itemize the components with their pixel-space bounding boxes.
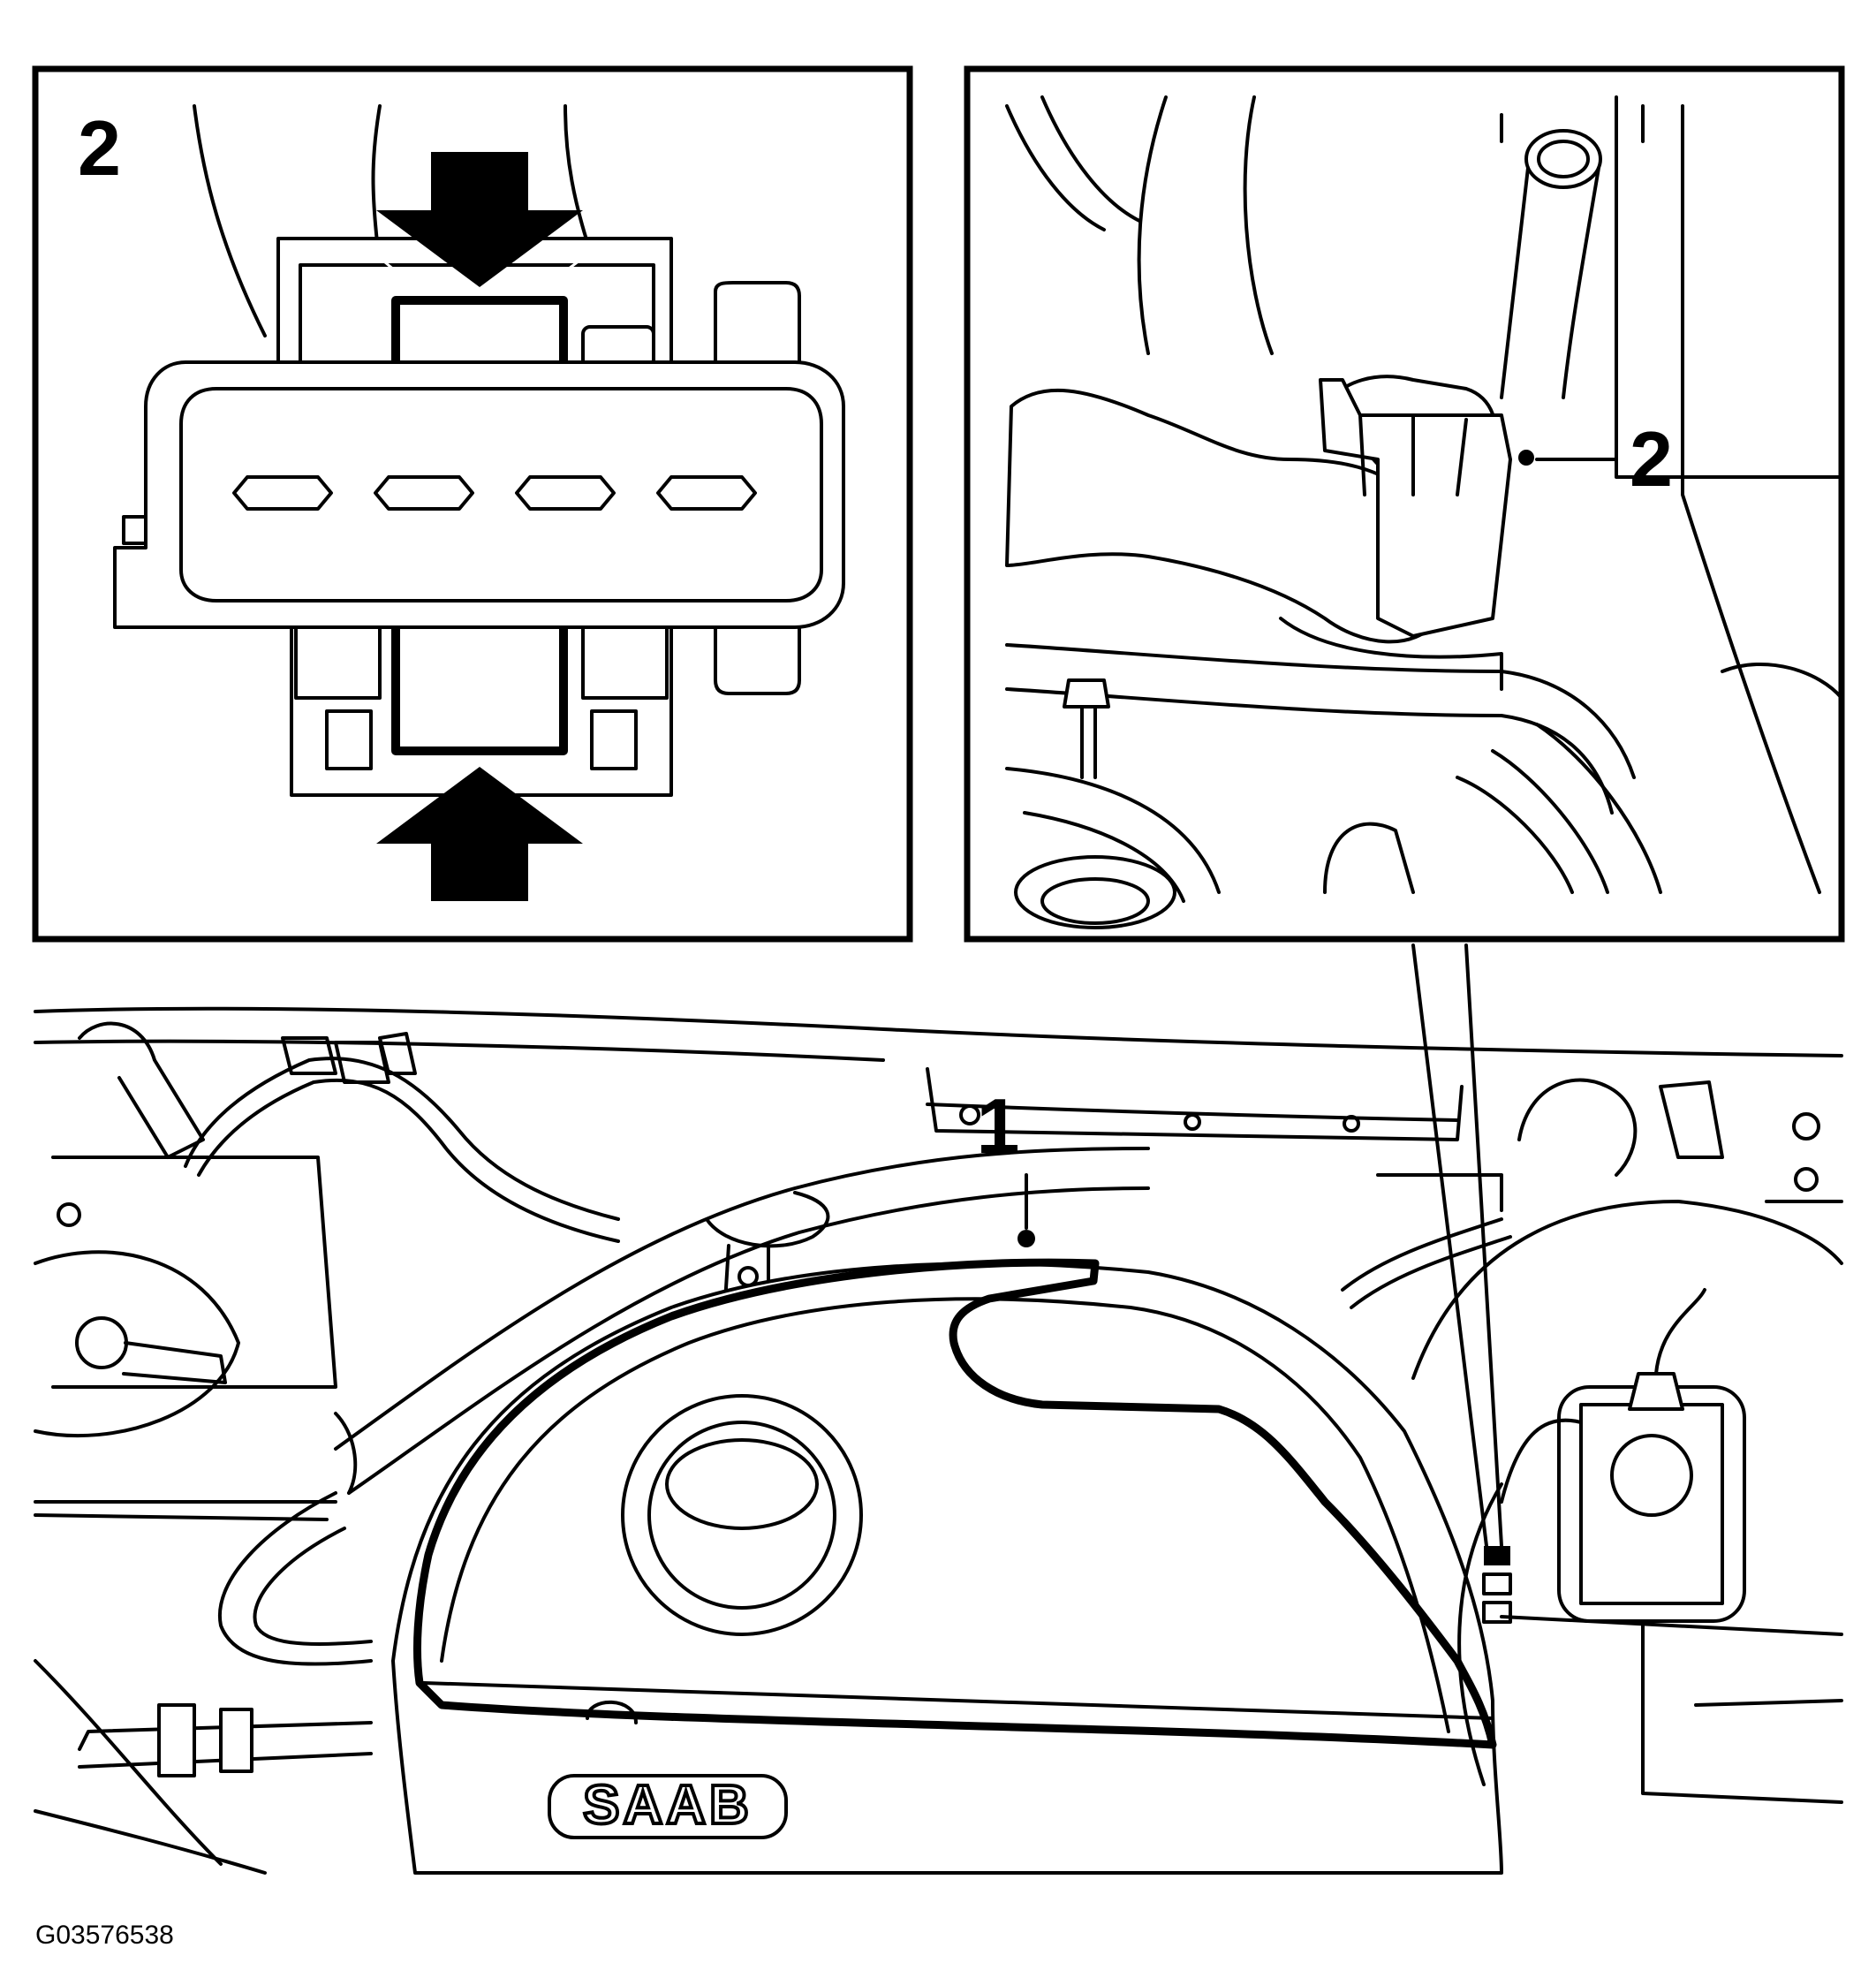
locking-tab-bottom (391, 614, 568, 755)
oil-filler-cap (621, 1394, 863, 1636)
callout-1: 1 (977, 1082, 1035, 1247)
svg-text:SAAB: SAAB (583, 1775, 753, 1836)
saab-logo: SAAB (548, 1773, 788, 1839)
location-marker (1482, 1546, 1512, 1624)
connector-detail-inset: 2 (32, 65, 913, 943)
electrical-connector (113, 360, 845, 629)
wiring-harness-routing (412, 1258, 1497, 1749)
connector-pins (232, 475, 757, 511)
svg-text:1: 1 (977, 1082, 1020, 1170)
callout-dot-2 (1518, 450, 1534, 466)
figure-id: G03576538 (35, 1921, 174, 1950)
location-detail-inset: 2 (964, 65, 1845, 943)
connector-pin-4 (656, 475, 757, 511)
engine-bay-view: SAAB (34, 944, 1843, 1875)
arrow-up-icon (376, 767, 583, 901)
connector-pin-2 (374, 475, 474, 511)
connector-pin-3 (515, 475, 616, 511)
callout-2-connector: 2 (78, 104, 121, 192)
callout-2-location: 2 (1630, 415, 1673, 503)
fluid-reservoir (1557, 1385, 1746, 1623)
arrow-down-icon (376, 152, 585, 289)
connector-pin-1 (232, 475, 333, 511)
